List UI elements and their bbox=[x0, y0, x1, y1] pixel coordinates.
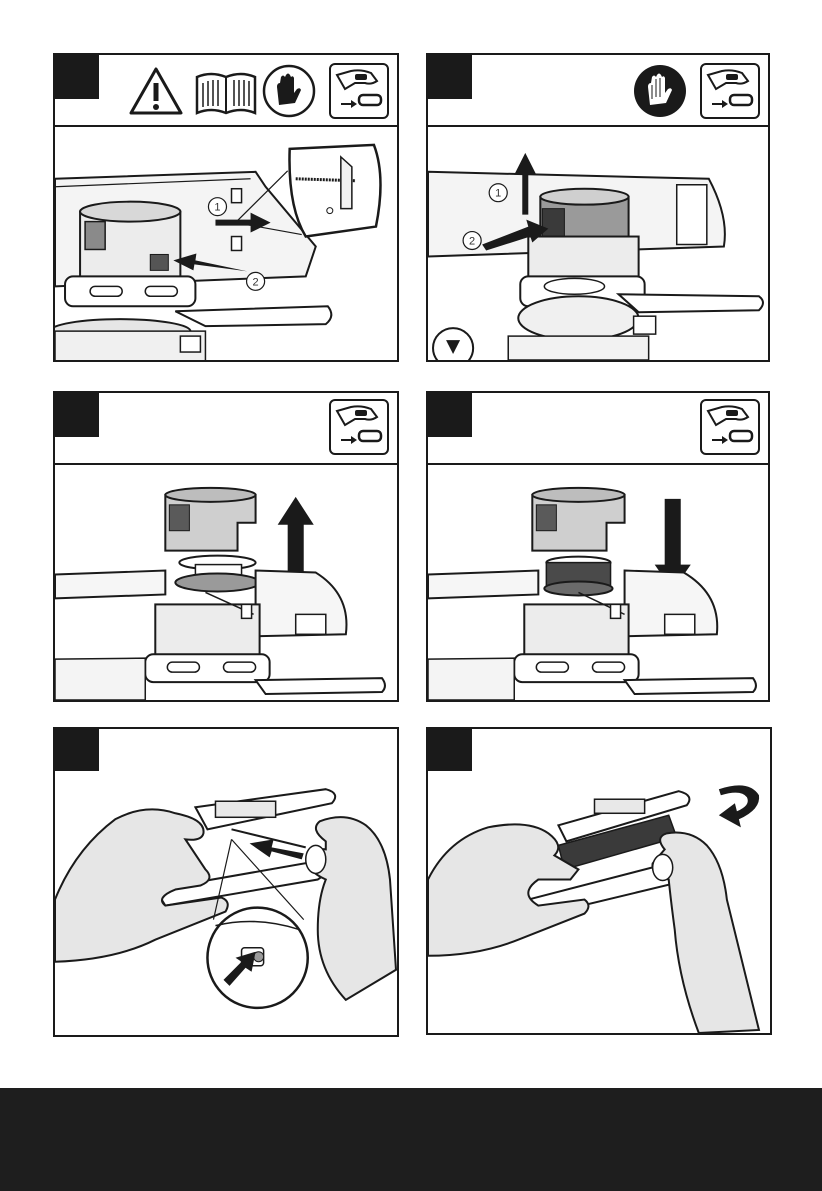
callout-1: 1 bbox=[495, 188, 501, 200]
panel-header bbox=[428, 55, 768, 127]
step-panel-5 bbox=[53, 727, 399, 1037]
unplug-icon bbox=[700, 399, 760, 455]
unplug-icon bbox=[329, 399, 389, 455]
step-panel-2: 1 2 bbox=[426, 53, 770, 362]
step-number-tab bbox=[428, 55, 472, 99]
step-number-tab bbox=[55, 393, 99, 437]
step-4-illustration bbox=[428, 465, 768, 700]
manual-icon bbox=[193, 63, 255, 119]
panel-header bbox=[55, 55, 397, 127]
gloves-icon bbox=[632, 63, 694, 119]
panel-header bbox=[428, 393, 768, 465]
step-3-illustration bbox=[55, 465, 397, 700]
callout-2: 2 bbox=[469, 236, 475, 248]
step-panel-6 bbox=[426, 727, 772, 1035]
safety-icon-row bbox=[125, 63, 389, 119]
callout-1: 1 bbox=[214, 202, 220, 214]
step-number-tab bbox=[428, 393, 472, 437]
warning-icon bbox=[125, 63, 187, 119]
step-panel-1: 1 2 bbox=[53, 53, 399, 362]
callout-2: 2 bbox=[253, 276, 259, 288]
panel-header bbox=[55, 393, 397, 465]
unplug-icon bbox=[700, 63, 760, 119]
safety-icon-row bbox=[329, 399, 389, 455]
footer-bar bbox=[0, 1088, 822, 1191]
step-1-illustration: 1 2 bbox=[55, 127, 397, 360]
step-panel-4 bbox=[426, 391, 770, 702]
gloves-icon bbox=[261, 63, 323, 119]
unplug-icon bbox=[329, 63, 389, 119]
step-panel-3 bbox=[53, 391, 399, 702]
safety-icon-row bbox=[700, 399, 760, 455]
step-6-illustration bbox=[428, 729, 770, 1033]
step-5-illustration bbox=[55, 729, 397, 1035]
step-number-tab bbox=[55, 55, 99, 99]
step-2-illustration: 1 2 bbox=[428, 127, 768, 360]
safety-icon-row bbox=[632, 63, 760, 119]
